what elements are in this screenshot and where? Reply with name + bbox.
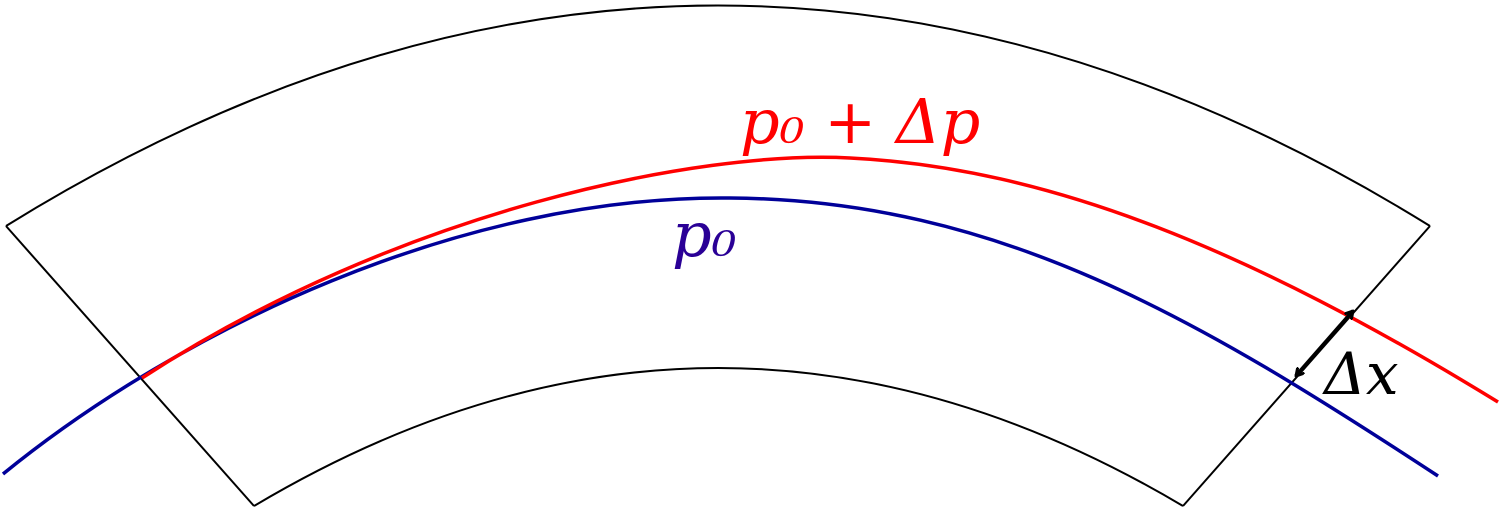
magnet-inner-arc <box>253 367 1184 507</box>
displacement-arrow <box>1294 311 1355 376</box>
off-momentum-trajectory-curve <box>141 155 1499 404</box>
magnet-outer-arc <box>5 4 1431 227</box>
magnet-left-edge <box>5 225 255 507</box>
displacement-label: Δx <box>1322 340 1399 408</box>
magnet-sector <box>5 4 1431 507</box>
reference-label: p₀ <box>672 198 737 271</box>
off-momentum-label: p₀ + Δp <box>740 85 980 158</box>
